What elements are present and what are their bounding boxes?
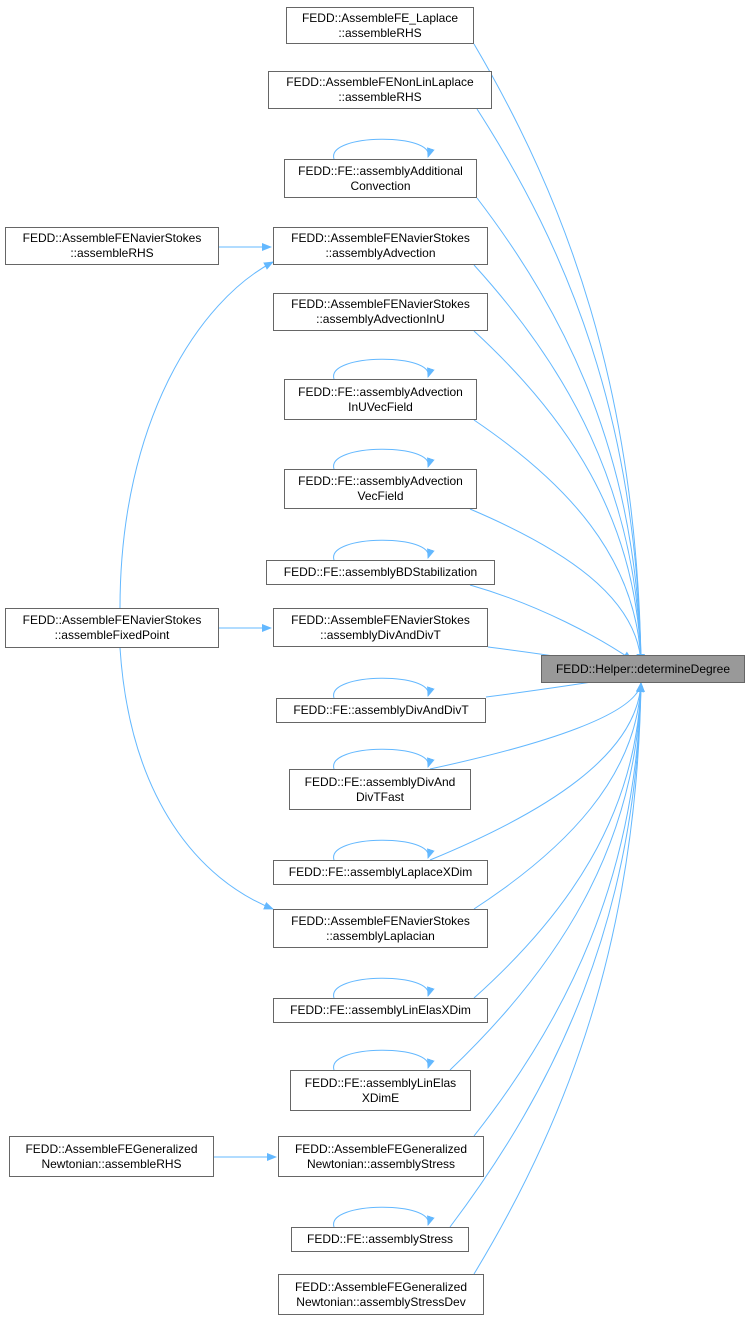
node-line: Convection [350, 178, 411, 193]
edge-linelas-xdime-self-loop [333, 1049, 435, 1071]
edge-linelas-xdim-self-loop [333, 977, 435, 999]
node-line: ::assembleFixedPoint [54, 628, 170, 642]
node-assembly-additional-convection[interactable]: FEDD::FE::assemblyAdditional Convection [284, 159, 477, 198]
node-line: ::assemblyLaplacian [326, 928, 435, 943]
node-assembly-linelas-xdim[interactable]: FEDD::FE::assemblyLinElasXDim [273, 998, 488, 1023]
node-ns-assembly-div-and-divt[interactable]: FEDD::AssembleFENavierStokes ::assemblyD… [273, 608, 488, 647]
node-line: FEDD::FE::assemblyDivAndDivT [293, 703, 469, 717]
edge-adv-vec-self-loop [333, 448, 435, 470]
node-line: FEDD::FE::assemblyLaplaceXDim [288, 865, 473, 879]
node-line: XDimE [361, 1090, 400, 1105]
node-line: FEDD::FE::assemblyLinElasXDim [290, 1003, 471, 1017]
edge-linelas-xdime-to-determine-degree [449, 682, 645, 1071]
node-line: FEDD::AssembleFEGeneralized [294, 1141, 468, 1156]
edge-ns-advection-to-determine-degree [473, 264, 645, 664]
node-assembly-laplace-xdim[interactable]: FEDD::FE::assemblyLaplaceXDim [273, 860, 488, 885]
node-assembly-div-and-divt[interactable]: FEDD::FE::assemblyDivAndDivT [276, 698, 486, 723]
edge-laplace-xdim-self-loop [333, 839, 435, 861]
node-line: FEDD::AssembleFENavierStokes [291, 231, 470, 245]
edge-fe-laplace-rhs-to-determine-degree [473, 43, 645, 664]
node-line: DivTFast [356, 789, 404, 804]
node-assembly-div-and-divt-fast[interactable]: FEDD::FE::assemblyDivAnd DivTFast [289, 769, 471, 810]
edge-divdivt-self-loop [333, 677, 435, 699]
node-line: InUVecField [348, 399, 413, 414]
node-gn-assembly-stress[interactable]: FEDD::AssembleFEGeneralized Newtonian::a… [278, 1136, 484, 1177]
node-line: ::assembleRHS [338, 25, 422, 40]
edge-ns-laplacian-to-ns-fixedpoint [119, 647, 274, 910]
node-assembly-advection-inu-vecfield[interactable]: FEDD::FE::assemblyAdvection InUVecField [284, 379, 477, 420]
node-line: FEDD::AssembleFENonLinLaplace [286, 75, 474, 89]
node-ns-assembly-advection[interactable]: FEDD::AssembleFENavierStokes ::assemblyA… [273, 227, 488, 265]
edge-add-conv-self-loop [333, 138, 435, 160]
node-line: FEDD::FE::assemblyAdditional [298, 163, 463, 178]
node-line: FEDD::AssembleFENavierStokes [291, 612, 470, 627]
edge-adv-inu-vec-to-determine-degree [473, 419, 645, 664]
node-line: ::assembleRHS [338, 90, 422, 104]
node-line: Newtonian::assembleRHS [41, 1156, 182, 1171]
edge-stress-self-loop [333, 1206, 435, 1228]
node-fe-laplace-assemble-rhs[interactable]: FEDD::AssembleFE_Laplace ::assembleRHS [286, 7, 474, 44]
edge-divdivt-fast-self-loop [333, 748, 435, 770]
node-ns-assemble-rhs[interactable]: FEDD::AssembleFENavierStokes ::assembleR… [5, 227, 219, 265]
node-line: FEDD::FE::assemblyBDStabilization [283, 565, 478, 579]
node-line: FEDD::FE::assemblyStress [306, 1232, 454, 1246]
edge-ns-advection-to-ns-fixedpoint [119, 261, 274, 609]
edge-stress-to-determine-degree [449, 682, 645, 1228]
edge-gn-stressdev-to-determine-degree [473, 682, 645, 1275]
edge-ns-laplacian-to-determine-degree [473, 682, 645, 910]
node-assembly-advection-vecfield[interactable]: FEDD::FE::assemblyAdvection VecField [284, 469, 477, 509]
node-line: FEDD::FE::assemblyLinElas [304, 1075, 457, 1090]
node-line: FEDD::AssembleFE_Laplace [301, 10, 459, 25]
node-line: FEDD::AssembleFENavierStokes [22, 231, 202, 245]
node-line: FEDD::FE::assemblyAdvection [298, 384, 463, 399]
node-line: FEDD::AssembleFEGeneralized [294, 1279, 468, 1294]
edge-nonlin-laplace-rhs-to-determine-degree [476, 108, 645, 664]
node-line: ::assemblyDivAndDivT [320, 627, 441, 642]
node-ns-assembly-advection-in-u[interactable]: FEDD::AssembleFENavierStokes ::assemblyA… [273, 293, 488, 331]
node-line: ::assemblyAdvectionInU [316, 312, 445, 326]
node-line: VecField [357, 489, 404, 503]
edge-adv-inu-vec-self-loop [333, 358, 435, 380]
node-ns-assemble-fixed-point[interactable]: FEDD::AssembleFENavierStokes ::assembleF… [5, 608, 219, 648]
edge-ns-advection-inu-to-determine-degree [473, 330, 645, 664]
node-line: ::assemblyAdvection [325, 246, 436, 260]
edge-divdivt-fast-to-determine-degree [429, 682, 644, 770]
edge-linelas-xdim-to-determine-degree [473, 682, 645, 999]
node-line: FEDD::AssembleFEGeneralized [25, 1141, 198, 1156]
node-line: Newtonian::assemblyStress [306, 1156, 456, 1171]
node-line: FEDD::AssembleFENavierStokes [22, 613, 202, 627]
node-line: FEDD::AssembleFENavierStokes [291, 913, 470, 928]
node-nonlin-laplace-assemble-rhs[interactable]: FEDD::AssembleFENonLinLaplace ::assemble… [268, 71, 492, 109]
node-determine-degree[interactable]: FEDD::Helper::determineDegree [541, 655, 745, 683]
edge-gn-stress-to-determine-degree [473, 682, 645, 1137]
node-gn-assembly-stress-dev[interactable]: FEDD::AssembleFEGeneralized Newtonian::a… [278, 1274, 484, 1315]
node-line: FEDD::FE::assemblyAdvection [298, 474, 463, 488]
node-assembly-linelas-xdime[interactable]: FEDD::FE::assemblyLinElas XDimE [290, 1070, 471, 1111]
node-assembly-stress[interactable]: FEDD::FE::assemblyStress [291, 1227, 469, 1252]
edge-laplace-xdim-to-determine-degree [429, 682, 645, 861]
node-line: FEDD::FE::assemblyDivAnd [304, 774, 456, 789]
edge-adv-vec-to-determine-degree [469, 508, 645, 664]
node-gn-assemble-rhs[interactable]: FEDD::AssembleFEGeneralized Newtonian::a… [9, 1136, 214, 1177]
node-assembly-bd-stabilization[interactable]: FEDD::FE::assemblyBDStabilization [266, 560, 495, 585]
node-line: ::assembleRHS [70, 246, 154, 260]
edge-bd-stab-self-loop [333, 539, 435, 561]
node-line: Newtonian::assemblyStressDev [296, 1294, 466, 1309]
node-line: FEDD::Helper::determineDegree [555, 661, 731, 676]
node-line: FEDD::AssembleFENavierStokes [291, 297, 470, 311]
edge-add-conv-to-determine-degree [476, 197, 645, 664]
edge-bd-stab-to-determine-degree [469, 584, 633, 661]
node-ns-assembly-laplacian[interactable]: FEDD::AssembleFENavierStokes ::assemblyL… [273, 909, 488, 948]
